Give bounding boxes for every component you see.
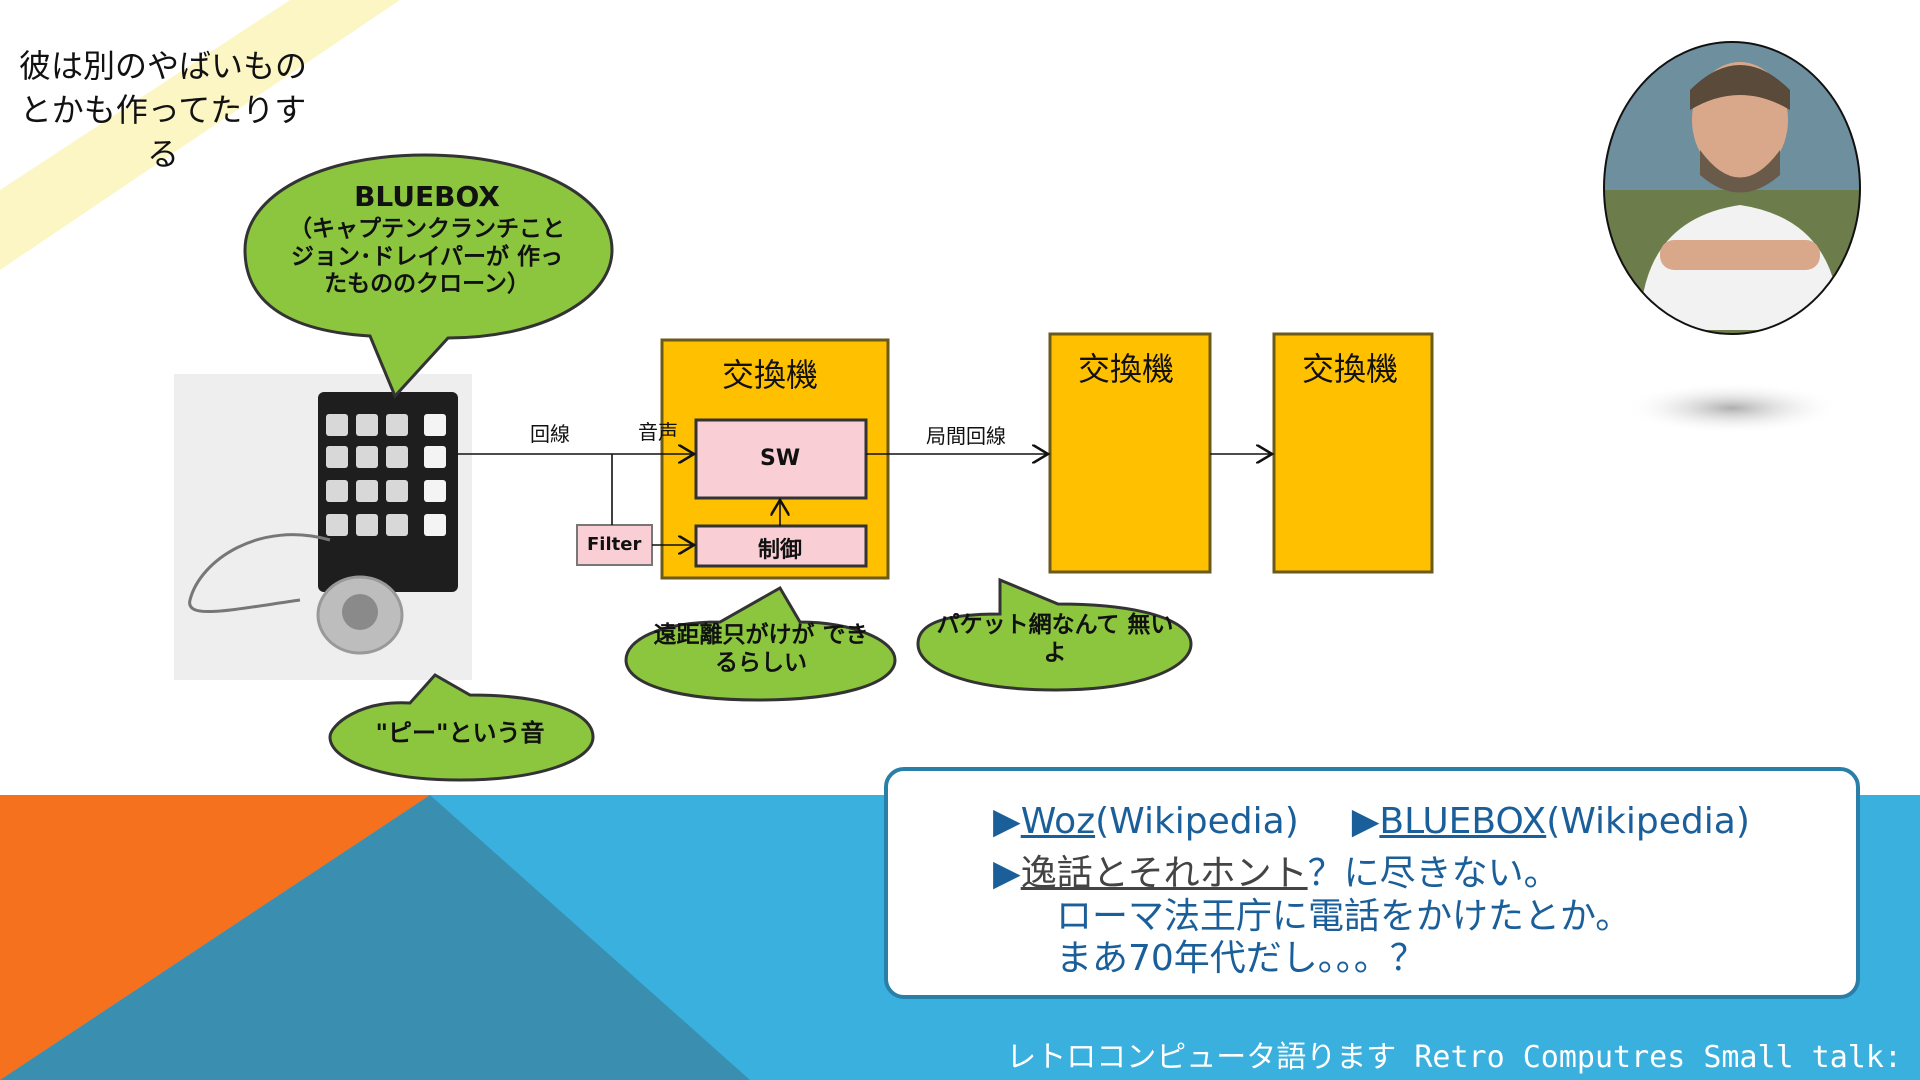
intro-text: 彼は別のやばいものとかも作ってたりする bbox=[18, 47, 307, 173]
anecdote-link[interactable]: 逸話とそれホント bbox=[1020, 853, 1308, 894]
woz-link[interactable]: Woz bbox=[1020, 801, 1096, 842]
info-box: ▶Woz(Wikipedia) ▶BLUEBOX(Wikipedia) ▶逸話と… bbox=[884, 767, 1860, 999]
voice-label: 音声 bbox=[638, 420, 678, 444]
triangle-bullet-icon: ▶ bbox=[1351, 801, 1380, 842]
bubble-bluebox-title: BLUEBOX bbox=[354, 180, 500, 213]
exchange-1-label: 交換機 bbox=[722, 356, 819, 394]
bottom-band-teal bbox=[0, 795, 750, 1080]
bluebox-link[interactable]: BLUEBOX bbox=[1379, 801, 1547, 842]
bubble-long-distance-shape bbox=[624, 585, 897, 702]
info-row-4: まあ70年代だし。。。？ bbox=[1056, 938, 1426, 979]
bubble-long-distance-text: 遠距離只がけが できるらしい bbox=[653, 622, 869, 676]
diagram-lines bbox=[458, 454, 1272, 545]
bubble-tone-shape bbox=[328, 673, 595, 782]
control-box bbox=[694, 524, 868, 568]
bluebox-link-suffix: (Wikipedia) bbox=[1546, 801, 1750, 842]
exchange-box-2 bbox=[1048, 332, 1212, 574]
bubble-tone-text: "ピー"という音 bbox=[375, 719, 545, 747]
footer-en: Retro Computres Small talk: bbox=[1414, 1040, 1902, 1075]
anecdote-suffix: ？に尽きない。 bbox=[1307, 853, 1560, 894]
trunk-label: 局間回線 bbox=[926, 424, 1006, 448]
corner-decoration bbox=[0, 0, 400, 270]
info-row-3: ローマ法王庁に電話をかけたとか。 bbox=[1056, 896, 1632, 937]
exchange-3-label: 交換機 bbox=[1302, 350, 1399, 388]
bubble-bluebox-body: （キャプテンクランチこと ジョン･ドレイパーが 作ったもののクローン） bbox=[289, 216, 565, 298]
footer-caption: レトロコンピュータ語ります Retro Computres Small talk… bbox=[1006, 1032, 1902, 1076]
woz-link-suffix: (Wikipedia) bbox=[1095, 801, 1299, 842]
filter-box bbox=[576, 524, 653, 566]
bubble-packet-shape bbox=[916, 577, 1193, 692]
footer-jp: レトロコンピュータ語ります bbox=[1006, 1040, 1397, 1075]
triangle-bullet-icon: ▶ bbox=[993, 853, 1021, 894]
bluebox-photo bbox=[174, 374, 472, 680]
exchange-box-3 bbox=[1272, 332, 1434, 574]
info-row-2: ▶逸話とそれホント？に尽きない。 bbox=[993, 844, 1560, 896]
line-label: 回線 bbox=[530, 422, 570, 446]
photo-shadow bbox=[1622, 382, 1842, 434]
control-label: 制御 bbox=[758, 538, 803, 563]
bottom-band-orange bbox=[0, 795, 430, 1080]
triangle-bullet-icon: ▶ bbox=[993, 801, 1021, 842]
woz-portrait bbox=[1604, 42, 1860, 334]
info-row-1: ▶Woz(Wikipedia) ▶BLUEBOX(Wikipedia) bbox=[993, 801, 1750, 842]
exchange-2-label: 交換機 bbox=[1078, 350, 1175, 388]
bubble-packet-text: パケット網なんて 無いよ bbox=[936, 612, 1174, 666]
sw-label: SW bbox=[760, 446, 801, 471]
filter-label: Filter bbox=[587, 534, 642, 555]
bubble-bluebox-shape bbox=[243, 153, 614, 399]
